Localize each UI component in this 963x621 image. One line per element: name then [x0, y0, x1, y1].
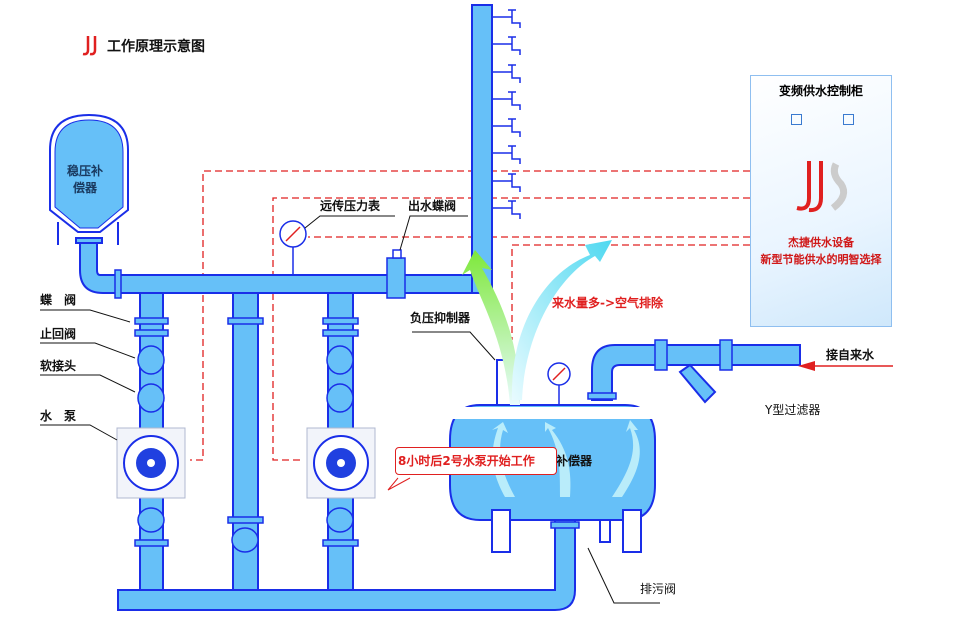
drain-valve-label: 排污阀 — [640, 582, 677, 596]
compensator-label: 补偿器 — [556, 454, 593, 468]
signal-lines — [190, 170, 750, 461]
pump-label: 水 泵 — [40, 409, 77, 423]
cabinet-slogan-brand: 杰捷供水设备 — [788, 236, 854, 249]
pump-1 — [116, 427, 186, 499]
soft-joint-label: 软接头 — [40, 359, 77, 373]
leader-lines — [40, 215, 660, 604]
cabinet-title: 变频供水控制柜 — [778, 84, 863, 98]
indicator-light — [791, 114, 802, 125]
pipes — [79, 4, 801, 611]
cabinet-slogan: 新型节能供水的明智选择 — [760, 253, 882, 266]
outlet-butterfly-valve-label: 出水蝶阀 — [408, 199, 457, 213]
logo — [82, 36, 97, 56]
stabilizer-tank — [49, 113, 129, 245]
cabinet-logo — [796, 161, 848, 213]
faucets — [492, 9, 521, 219]
pump-2 — [306, 427, 376, 499]
control-cabinet: 变频供水控制柜 杰捷供水设备 新型节能供水的明智选择 — [750, 75, 892, 327]
check-valve-label: 止回阀 — [40, 327, 77, 341]
callout-pointer — [387, 477, 411, 491]
inlet-arrow — [798, 361, 893, 371]
butterfly-valve-label: 蝶 阀 — [40, 293, 77, 307]
status-callout: 8小时后2号水泵开始工作 — [395, 447, 557, 475]
negative-pressure-suppressor-label: 负压抑制器 — [410, 311, 471, 325]
tank-flow-arrows — [492, 420, 640, 497]
green-flow-arrow — [462, 250, 520, 405]
cyan-flow-arrow — [511, 240, 612, 400]
page-title: 工作原理示意图 — [107, 39, 205, 55]
remote-pressure-gauge-label: 远传压力表 — [320, 199, 381, 213]
tank-air-space — [452, 407, 653, 419]
pressure-gauge-icon — [279, 220, 571, 405]
air-exhaust-label: 来水量多->空气排除 — [552, 296, 664, 310]
y-filter-label: Y型过滤器 — [765, 403, 821, 417]
tap-water-inlet-label: 接自来水 — [826, 348, 875, 362]
flanges — [114, 257, 733, 553]
stabilizer-tank-label: 稳压补偿器 — [66, 164, 103, 195]
indicator-light — [843, 114, 854, 125]
